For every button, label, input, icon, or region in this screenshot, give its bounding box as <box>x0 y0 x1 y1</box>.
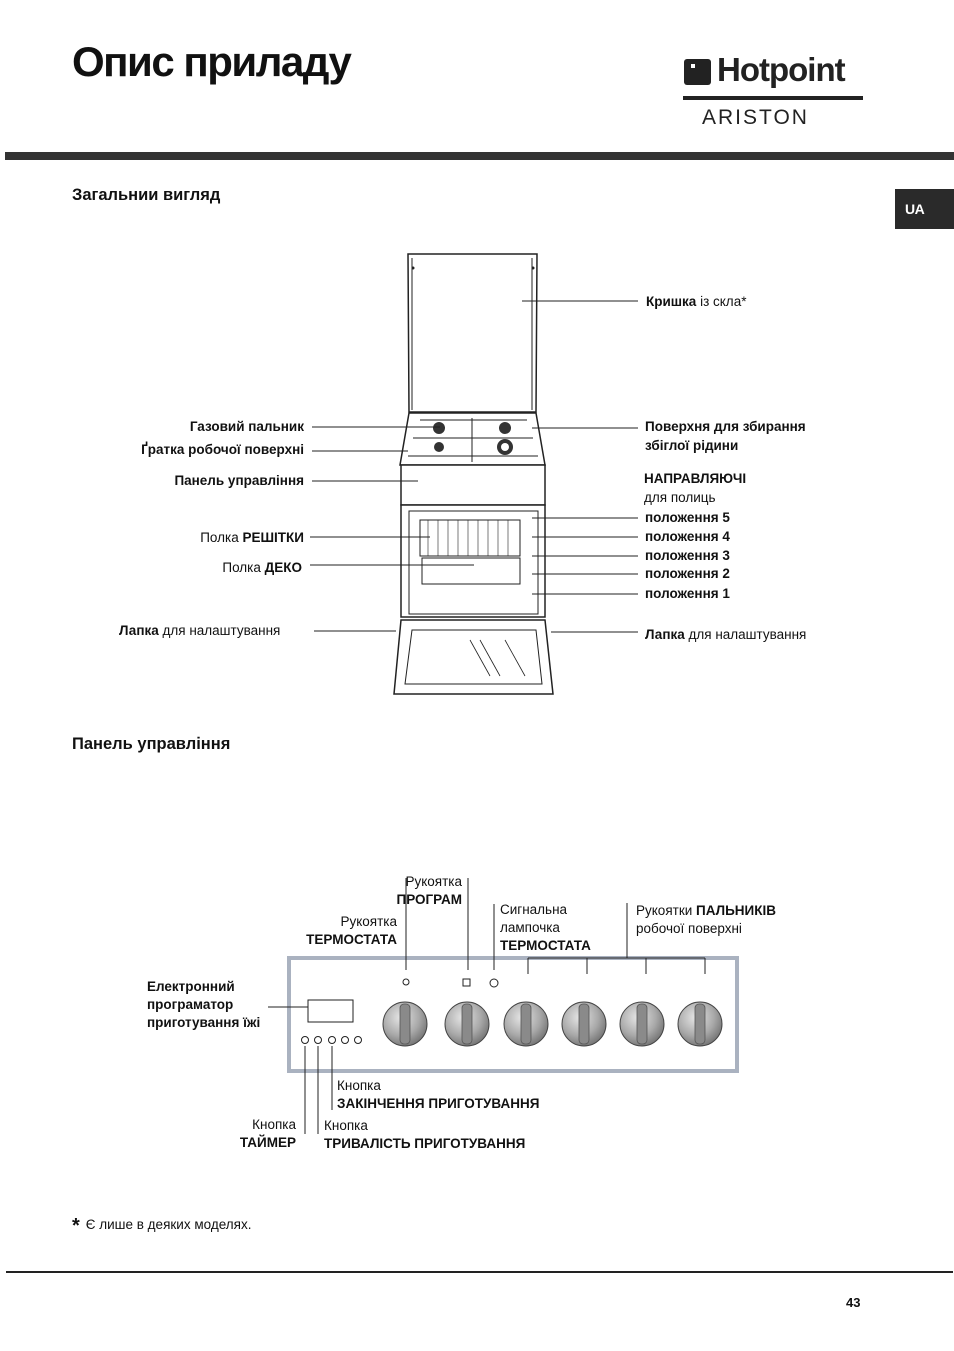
label-timer-button-2: ТАЙМЕР <box>239 1135 296 1150</box>
label-foot-left: Лапка для налаштування <box>119 623 281 638</box>
label-position-2: положення 2 <box>645 566 730 581</box>
language-tab: UA <box>895 189 954 229</box>
label-burner-knobs-1: Рукоятки ПАЛЬНИКІВ <box>636 903 777 918</box>
brand-logo: Hotpoint ARISTON <box>682 51 864 132</box>
label-tray-shelf: Полка ДЕКО <box>222 560 302 575</box>
label-end-button-2: ЗАКІНЧЕННЯ ПРИГОТУВАННЯ <box>337 1096 540 1111</box>
brand-subname: ARISTON <box>702 106 809 129</box>
label-spill-tray-2: збіглої рідини <box>645 438 739 453</box>
label-programs-knob-1: Рукоятка <box>405 874 462 889</box>
label-programmer-1: Електронний <box>147 979 235 994</box>
label-gas-burner: Газовий пальник <box>189 419 304 434</box>
label-burner-knobs-2: робочої поверхні <box>636 921 742 936</box>
label-position-5: положення 5 <box>645 510 730 525</box>
label-rack-shelf: Полка РЕШІТКИ <box>200 530 304 545</box>
label-guides-title: НАПРАВЛЯЮЧІ <box>644 471 747 486</box>
label-duration-button-2: ТРИВАЛІСТЬ ПРИГОТУВАННЯ <box>324 1136 526 1151</box>
label-duration-button-1: Кнопка <box>324 1118 368 1133</box>
page-title: Опис приладу <box>72 38 352 85</box>
label-timer-button-1: Кнопка <box>252 1117 296 1132</box>
label-thermostat-knob-2: ТЕРМОСТАТА <box>306 932 397 947</box>
page-number: 43 <box>846 1295 861 1310</box>
label-programs-knob-2: ПРОГРАМ <box>396 892 463 907</box>
brand-name: Hotpoint <box>717 51 846 88</box>
label-position-4: положення 4 <box>645 529 730 544</box>
label-control-panel: Панель управління <box>174 473 304 488</box>
label-lamp-2: лампочка <box>500 920 560 935</box>
section-title-general-view: Загальнии вигляд <box>72 186 221 204</box>
label-lid: Кришка із скла* <box>646 294 747 309</box>
footer-rule <box>6 1271 953 1273</box>
label-foot-right: Лапка для налаштування <box>645 627 807 642</box>
label-end-button-1: Кнопка <box>337 1078 381 1093</box>
label-programmer-2: програматор <box>147 997 234 1012</box>
footnote: *Є лише в деяких моделях. <box>72 1215 252 1237</box>
label-position-3: положення 3 <box>645 548 730 563</box>
label-spill-tray-1: Поверхня для збирання <box>645 419 806 434</box>
label-lamp-1: Сигнальна <box>500 902 568 917</box>
section-title-control-panel: Панель управління <box>72 735 231 753</box>
label-thermostat-knob-1: Рукоятка <box>340 914 397 929</box>
header-rule <box>5 152 954 160</box>
label-grate: Ґратка робочої поверхні <box>141 442 304 457</box>
label-guides-sub: для полиць <box>644 490 716 505</box>
label-programmer-3: приготування їжі <box>147 1015 261 1030</box>
label-position-1: положення 1 <box>645 586 730 601</box>
label-lamp-3: ТЕРМОСТАТА <box>500 938 591 953</box>
logo-mark-icon <box>683 59 863 100</box>
